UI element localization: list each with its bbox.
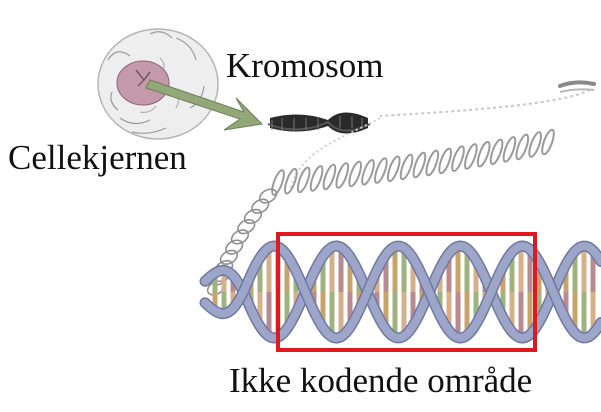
supercoil-loop: [450, 145, 466, 172]
supercoil-loop: [476, 141, 492, 168]
supercoil-loop: [514, 133, 530, 160]
supercoil-loop: [398, 153, 414, 180]
supercoil-loop: [411, 151, 427, 178]
supercoil-loop: [283, 168, 299, 195]
chromosome-label: Kromosom: [226, 46, 384, 86]
supercoil-loop: [437, 147, 453, 174]
supercoil-loop: [347, 160, 363, 187]
supercoil-loop: [296, 166, 312, 193]
loose-coil-loop: [242, 207, 264, 226]
dna-double-helix: [205, 246, 601, 338]
supercoil-loop: [463, 143, 479, 170]
non-coding-region-label: Ikke kodende område: [229, 361, 532, 401]
supercoil-loop: [334, 162, 350, 189]
supercoil-loop: [360, 159, 376, 186]
supercoil-loop: [424, 149, 440, 176]
loose-coil-loop: [218, 248, 240, 267]
chromatin-supercoil: [270, 128, 556, 196]
loose-coil-loop: [229, 227, 251, 246]
supercoil-loop: [386, 155, 402, 182]
loose-coil-loop: [223, 237, 245, 256]
supercoil-loop: [488, 138, 504, 165]
supercoil-loop: [540, 128, 556, 155]
chromosome-shape: [268, 112, 370, 133]
supercoil-loop: [501, 136, 517, 163]
supercoil-loop: [373, 157, 389, 184]
supercoil-loop: [321, 163, 337, 190]
cell-nucleus-label: Cellekjernen: [8, 138, 187, 178]
supercoil-loop: [270, 169, 286, 196]
supercoil-loop: [527, 131, 543, 158]
loose-coil-loop: [249, 197, 271, 216]
loose-coil-loop: [235, 217, 257, 236]
supercoil-loop: [308, 165, 324, 192]
chromatin-fibre-end: [560, 82, 594, 86]
nucleus-shape: [117, 61, 169, 105]
